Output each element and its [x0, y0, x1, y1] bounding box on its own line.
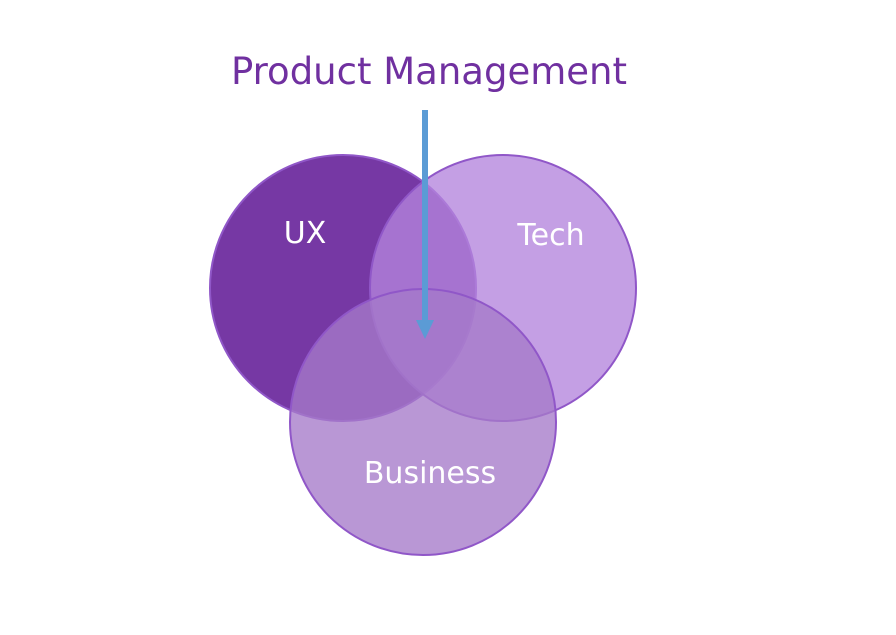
diagram-title: Product Management: [231, 50, 627, 93]
down-arrow-icon: [416, 110, 434, 339]
business-label: Business: [364, 456, 496, 491]
tech-label: Tech: [516, 218, 584, 253]
ux-label: UX: [284, 216, 327, 251]
